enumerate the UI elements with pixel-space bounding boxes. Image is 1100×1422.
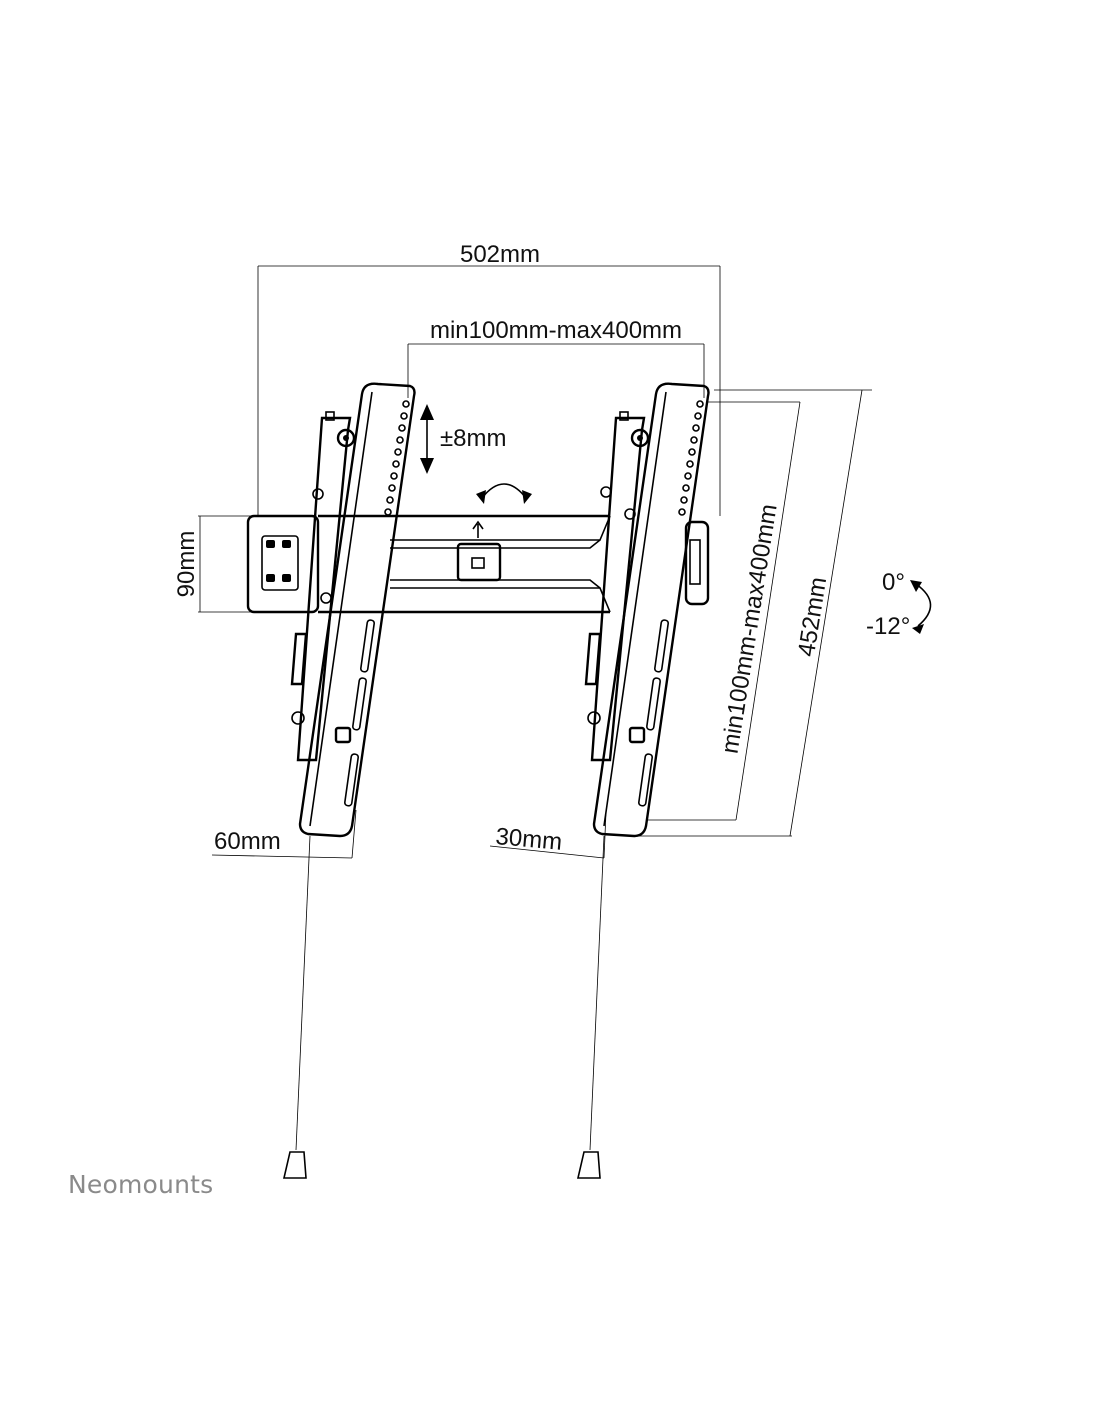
overall-width-label: 502mm (460, 241, 540, 268)
wall-distance-arm-dimension: 30mm (489, 811, 607, 859)
wall-plate (246, 514, 710, 614)
left-arm (282, 382, 416, 1179)
arm-length-label: 452mm (793, 575, 832, 658)
tilt-max-label: 0° (882, 569, 905, 596)
vertical-adjust-dimension: ±8mm (420, 404, 507, 474)
brand-logo: Neomounts (68, 1170, 214, 1199)
overall-width-dimension: 502mm (257, 241, 721, 516)
tilt-indicator: 0° -12° (866, 569, 932, 640)
right-arm (576, 382, 710, 1179)
vesa-horizontal-dimension: min100mm-max400mm (407, 317, 705, 398)
wall-distance-min-label: 60mm (214, 828, 281, 855)
vertical-adjust-label: ±8mm (440, 425, 507, 452)
wall-distance-min-dimension: 60mm (211, 809, 357, 859)
wall-plate-height-dimension: 90mm (173, 515, 258, 613)
vesa-vertical-label: min100mm-max400mm (717, 502, 783, 755)
wall-plate-height-label: 90mm (173, 531, 200, 598)
wall-distance-arm-label: 30mm (494, 823, 563, 856)
tilt-arc-icon (476, 483, 532, 504)
vesa-vertical-dimension: min100mm-max400mm (648, 401, 801, 821)
vesa-horizontal-label: min100mm-max400mm (430, 317, 682, 344)
tilt-min-label: -12° (866, 613, 910, 640)
